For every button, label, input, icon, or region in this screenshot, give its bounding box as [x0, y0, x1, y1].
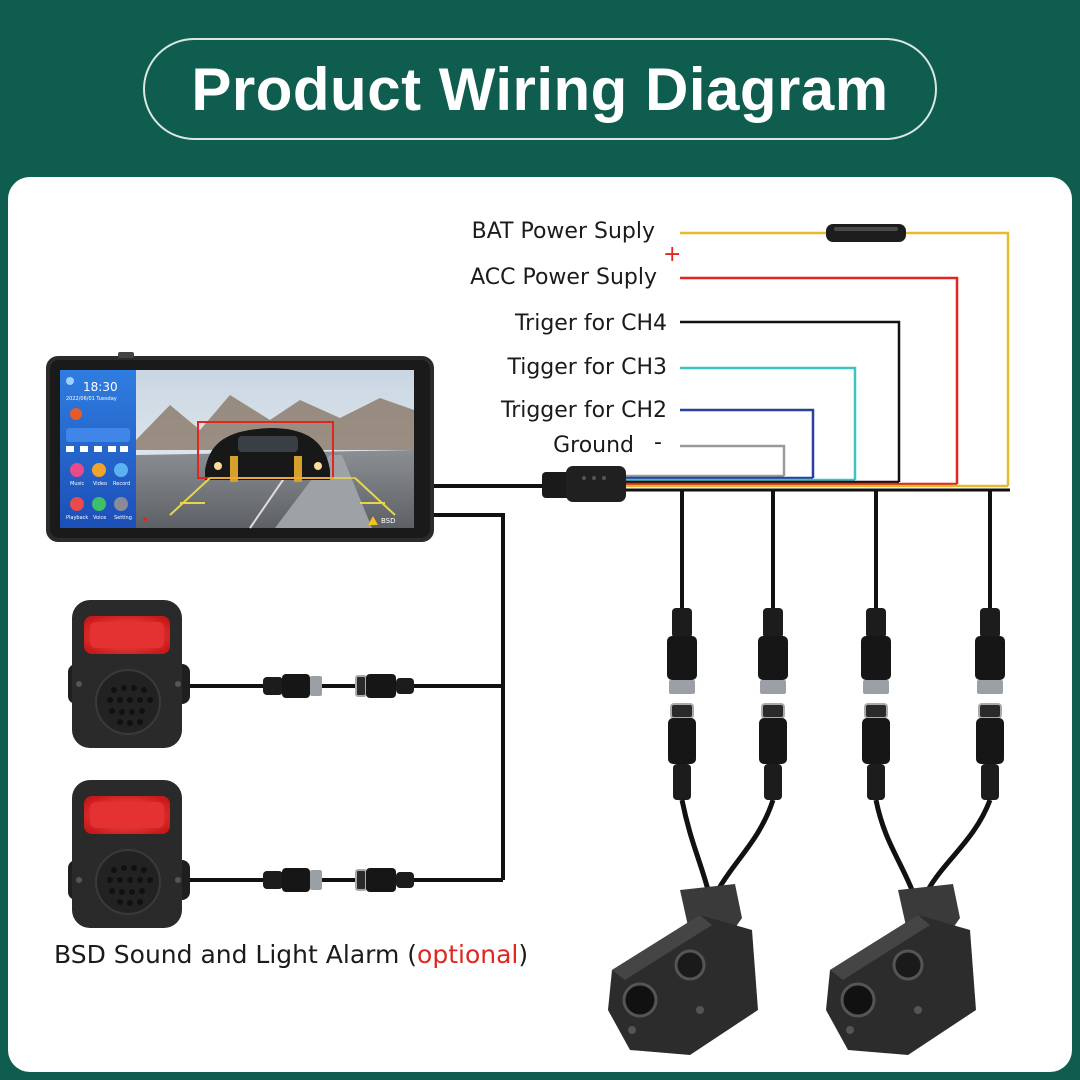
app-record: Record	[113, 481, 131, 487]
monitor	[46, 352, 434, 542]
bsd-indicator: BSD	[381, 517, 396, 525]
side-camera-right	[826, 884, 976, 1055]
label-ch4: Triger for CH4	[514, 311, 667, 336]
app-music: Music	[70, 481, 85, 487]
label-acc: ACC Power Suply	[470, 265, 657, 290]
aviation-connectors-lower	[668, 703, 1004, 800]
main-connector	[542, 466, 626, 502]
alarm-box-1	[68, 600, 190, 748]
app-playback: Playback	[66, 515, 89, 521]
diagram-panel	[8, 177, 1072, 1072]
media-controls	[66, 446, 128, 452]
label-bat: BAT Power Suply	[471, 219, 655, 244]
wire-acc	[680, 276, 959, 484]
inline-fuse	[826, 224, 906, 242]
alarm-caption-prefix: BSD Sound and Light Alarm (	[54, 940, 418, 969]
page-title: Product Wiring Diagram	[191, 55, 889, 123]
label-ch3: Tigger for CH3	[507, 355, 667, 380]
wire-ch2	[680, 408, 815, 478]
label-ground: Ground	[553, 433, 634, 458]
monitor-time: 18:30	[83, 380, 118, 394]
plus-sign: +	[663, 242, 682, 267]
alarm-trunk-cable	[432, 513, 505, 880]
wire-ground	[680, 444, 786, 476]
label-ch2: Trigger for CH2	[500, 398, 667, 423]
camera-cables	[680, 490, 992, 612]
app-setting: Setting	[114, 515, 132, 521]
wire-ch3	[680, 366, 857, 480]
title-pill: Product Wiring Diagram	[143, 38, 937, 140]
wire-ch4	[680, 320, 901, 482]
aviation-connectors-upper	[667, 608, 1005, 694]
alarm-caption-suffix: )	[518, 940, 529, 969]
alarm-caption-optional: optional	[417, 940, 519, 969]
alarm-connectors	[263, 674, 414, 892]
minus-sign: -	[654, 430, 662, 455]
alarm-caption: BSD Sound and Light Alarm (optional)	[54, 940, 528, 969]
app-video: Video	[93, 481, 108, 487]
wire-bundle	[625, 231, 1010, 492]
camera-y-cables	[679, 799, 993, 892]
alarm-box-2	[68, 780, 190, 928]
monitor-date: 2022/06/01 Tuesday	[66, 396, 117, 402]
wire-bat	[680, 231, 1010, 486]
side-camera-left	[608, 884, 758, 1055]
app-voice: Voice	[93, 515, 107, 521]
